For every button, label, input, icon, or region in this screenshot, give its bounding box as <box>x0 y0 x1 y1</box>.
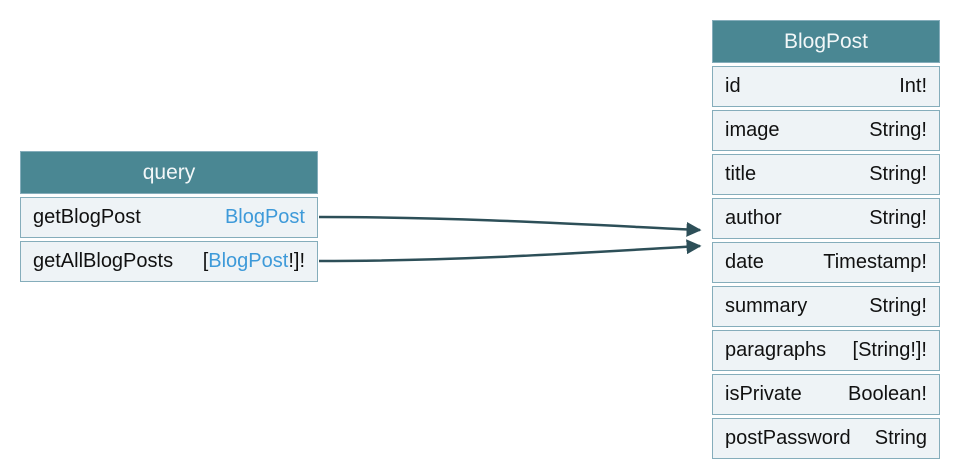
blogpost-table-header[interactable]: BlogPost <box>712 20 940 63</box>
field-row-postpassword[interactable]: postPassword String <box>712 418 940 459</box>
field-type: Boolean! <box>848 383 927 405</box>
field-type: String! <box>869 119 927 141</box>
field-name: paragraphs <box>725 339 827 361</box>
field-name: summary <box>725 295 808 317</box>
type-wrapper-prefix: [ <box>202 250 209 272</box>
field-name: date <box>725 251 764 273</box>
type-wrapper-suffix: !]! <box>288 250 305 272</box>
field-row-author[interactable]: author String! <box>712 198 940 239</box>
field-name: postPassword <box>725 427 851 449</box>
field-type: String <box>874 427 927 449</box>
field-type: String! <box>869 163 927 185</box>
field-row-paragraphs[interactable]: paragraphs [String!]! <box>712 330 940 371</box>
field-row-summary[interactable]: summary String! <box>712 286 940 327</box>
query-table-header[interactable]: query <box>20 151 318 194</box>
field-name: author <box>725 207 782 229</box>
field-type: [String!]! <box>852 339 927 361</box>
field-name: id <box>725 75 741 97</box>
field-row-title[interactable]: title String! <box>712 154 940 195</box>
field-row-image[interactable]: image String! <box>712 110 940 151</box>
field-name: isPrivate <box>725 383 802 405</box>
field-row-isprivate[interactable]: isPrivate Boolean! <box>712 374 940 415</box>
edge-arrow-getblogpost <box>318 215 702 237</box>
field-name: image <box>725 119 780 141</box>
blogpost-type-table: BlogPost id Int! image String! title Str… <box>712 20 940 459</box>
field-row-getblogpost[interactable]: getBlogPost BlogPost <box>20 197 318 238</box>
field-name: getBlogPost <box>33 206 141 228</box>
field-type: BlogPost <box>225 198 305 237</box>
field-row-date[interactable]: date Timestamp! <box>712 242 940 283</box>
query-type-table: query getBlogPost BlogPost getAllBlogPos… <box>20 151 318 282</box>
field-name: title <box>725 163 757 185</box>
field-type: Timestamp! <box>823 251 927 273</box>
field-type: [BlogPost!]! <box>203 242 305 281</box>
edge-arrow-getallblogposts <box>318 239 702 263</box>
type-link-blogpost[interactable]: BlogPost <box>224 206 305 228</box>
field-type: Int! <box>899 75 927 97</box>
field-row-id[interactable]: id Int! <box>712 66 940 107</box>
type-link-blogpost[interactable]: BlogPost <box>208 250 289 272</box>
field-type: String! <box>869 295 927 317</box>
field-type: String! <box>869 207 927 229</box>
field-row-getallblogposts[interactable]: getAllBlogPosts [BlogPost!]! <box>20 241 318 282</box>
field-name: getAllBlogPosts <box>33 250 174 272</box>
